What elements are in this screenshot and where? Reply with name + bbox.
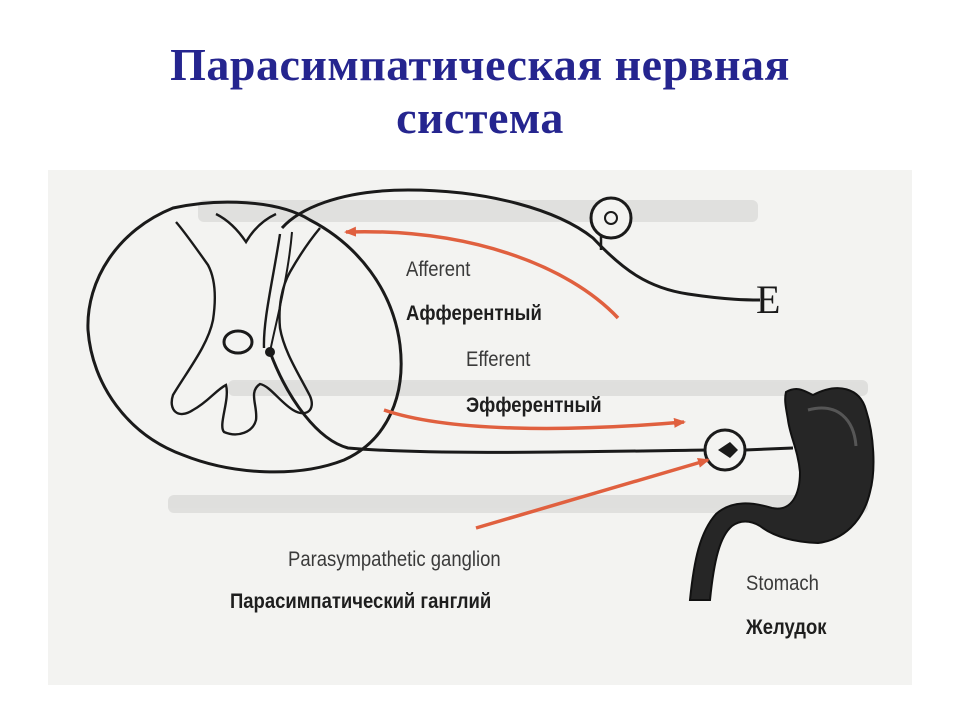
ganglion-label-ru: Парасимпатический ганглий: [230, 590, 492, 613]
efferent-label-en: Efferent: [466, 348, 531, 371]
afferent-label-ru: Афферентный: [406, 302, 542, 325]
postganglionic-fiber: [744, 446, 794, 452]
stomach-organ: [688, 387, 875, 601]
dorsal-root-branch: [262, 233, 282, 349]
reflex-arc-drawing: E: [86, 188, 875, 601]
afferent-fiber: [280, 188, 761, 302]
dorsal-median-notch: [215, 212, 277, 245]
ganglion-label-en: Parasympathetic ganglion: [288, 548, 501, 571]
spinal-cord-section: [86, 200, 403, 474]
spinal-cord-outline: [86, 200, 403, 474]
ganglion-pointer-arrow: [475, 458, 710, 530]
title-line-1: Парасимпатическая нервная: [170, 39, 790, 90]
sensory-neuron-body: [589, 196, 633, 240]
receptor-ending-glyph: E: [756, 277, 780, 322]
central-canal: [222, 329, 254, 355]
efferent-label-ru: Эфферентный: [466, 394, 602, 417]
sensory-neuron-nucleus: [604, 211, 618, 225]
slide-title: Парасимпатическая нервная система: [0, 38, 960, 144]
dorsal-root-branch-2: [269, 231, 293, 353]
gray-matter-outline: [170, 221, 321, 436]
stomach-label-en: Stomach: [746, 572, 819, 595]
ganglion-cell: [718, 442, 738, 458]
reflex-arc-figure: E Afferent Афферентный Efferent Эфферент…: [48, 170, 912, 685]
title-line-2: система: [396, 92, 564, 143]
stomach-label-ru: Желудок: [746, 616, 827, 639]
efferent-preganglionic-fiber: [268, 351, 709, 454]
afferent-label-en: Afferent: [406, 258, 471, 281]
afferent-arrow: [344, 226, 620, 320]
efferent-arrow: [383, 408, 686, 431]
